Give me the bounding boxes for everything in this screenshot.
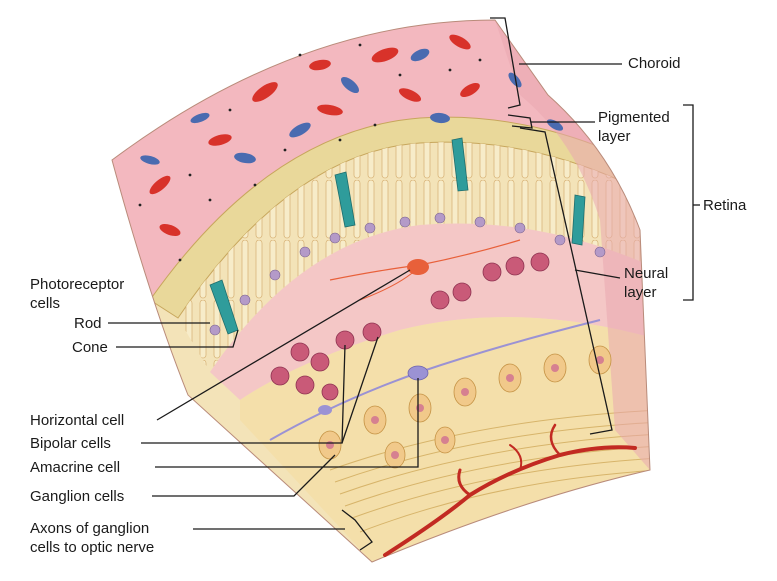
label-photoreceptor-line1: Photoreceptor bbox=[30, 275, 124, 294]
label-neural-line2: layer bbox=[624, 283, 668, 302]
label-axons-line2: cells to optic nerve bbox=[30, 538, 154, 557]
label-photoreceptor-cells: Photoreceptor cells bbox=[30, 275, 124, 313]
label-neural-line1: Neural bbox=[624, 264, 668, 283]
label-choroid: Choroid bbox=[628, 54, 681, 73]
tissue-block bbox=[100, 10, 660, 570]
label-horizontal-cell: Horizontal cell bbox=[30, 411, 124, 430]
label-pigmented-line1: Pigmented bbox=[598, 108, 670, 127]
label-ganglion-cells: Ganglion cells bbox=[30, 487, 124, 506]
label-axons: Axons of ganglion cells to optic nerve bbox=[30, 519, 154, 557]
label-photoreceptor-line2: cells bbox=[30, 294, 124, 313]
label-rod: Rod bbox=[74, 314, 102, 333]
label-axons-line1: Axons of ganglion bbox=[30, 519, 154, 538]
label-bipolar-cells: Bipolar cells bbox=[30, 434, 111, 453]
label-pigmented-layer: Pigmented layer bbox=[598, 108, 670, 146]
label-neural-layer: Neural layer bbox=[624, 264, 668, 302]
label-amacrine-cell: Amacrine cell bbox=[30, 458, 120, 477]
label-pigmented-line2: layer bbox=[598, 127, 670, 146]
label-retina: Retina bbox=[703, 196, 777, 215]
label-cone: Cone bbox=[72, 338, 108, 357]
